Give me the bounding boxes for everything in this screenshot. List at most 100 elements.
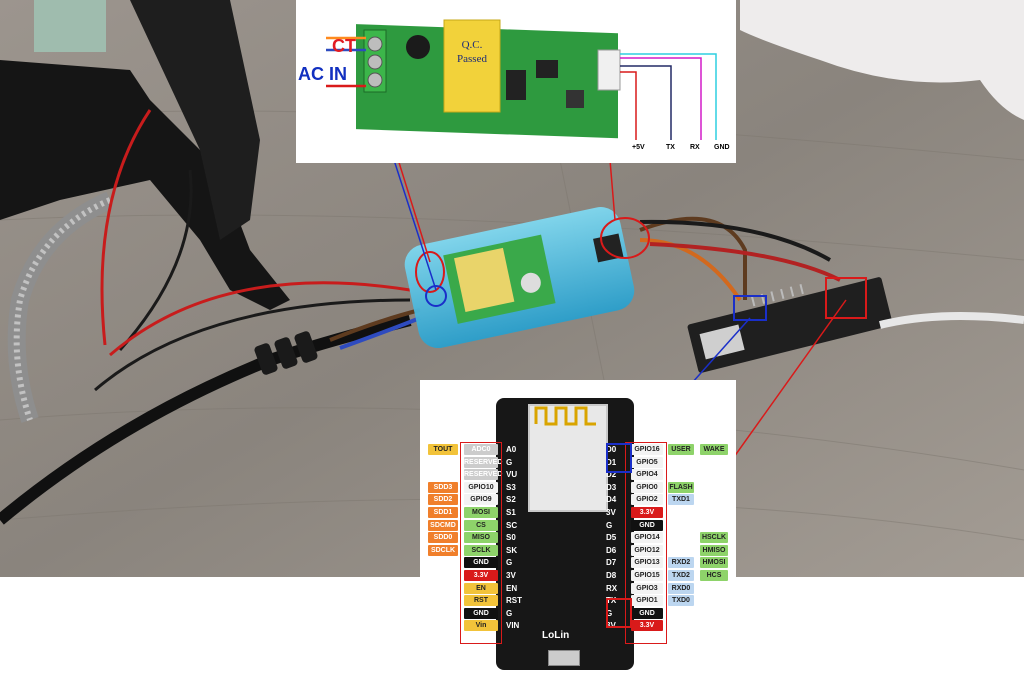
left-func-0: ADC0 — [464, 444, 498, 455]
board-red-box — [825, 277, 867, 319]
left-pin-7: S0 — [506, 533, 516, 543]
wifi-module — [528, 404, 608, 512]
right-func-2: GPIO4 — [631, 469, 663, 481]
left-func-5: MOSI — [464, 507, 498, 518]
left-pin-3: S3 — [506, 482, 516, 492]
left-func-10: 3.3V — [464, 570, 498, 581]
left-func-1: RESERVED — [464, 456, 503, 468]
photo-connector-highlight — [600, 217, 650, 259]
right-pin-8: D6 — [606, 545, 617, 555]
right-pin-4: D4 — [606, 495, 617, 505]
lamp-clamp — [0, 60, 290, 310]
left-func-12: RST — [464, 595, 498, 607]
left-func-8: SCLK — [464, 544, 498, 556]
ct-label: CT — [332, 36, 356, 56]
left-pin-4: S2 — [506, 495, 516, 505]
right-func-1: GPIO5 — [631, 456, 663, 468]
white-device — [740, 0, 1024, 120]
left-func-11: EN — [464, 582, 498, 594]
right-func3-10: HCS — [700, 570, 728, 581]
capacitor — [406, 35, 430, 59]
right-func2-12: TXD0 — [668, 595, 694, 607]
right-func-12: GPIO1 — [631, 595, 663, 607]
d1-highlight-box — [606, 443, 632, 473]
right-func2-9: RXD2 — [668, 557, 694, 569]
left-pin-5: S1 — [506, 508, 516, 517]
right-func-10: GPIO15 — [631, 570, 663, 581]
pzem-case — [404, 207, 635, 349]
left-func2-3: SDD3 — [428, 481, 458, 493]
board-name: LoLin — [542, 630, 570, 641]
left-pin-10: 3V — [506, 571, 516, 580]
right-func-11: GPIO3 — [631, 582, 663, 594]
right-func3-8: HMISO — [700, 544, 728, 556]
left-func-7: MISO — [464, 532, 498, 544]
svg-text:Passed: Passed — [457, 53, 487, 65]
left-pin-9: G — [506, 558, 513, 568]
green-object — [34, 0, 106, 52]
gnd-3v-highlight-box — [606, 598, 632, 628]
right-func2-10: TXD2 — [668, 570, 694, 581]
left-func2-8: SDCLK — [428, 544, 458, 556]
right-func-7: GPIO14 — [631, 532, 663, 544]
svg-text:Q.C.: Q.C. — [462, 39, 483, 51]
lamp-arm — [130, 0, 260, 240]
right-func-6: GND — [631, 519, 663, 531]
signal-connector — [597, 49, 621, 91]
usb-port — [548, 650, 580, 666]
right-pin-outline — [625, 442, 667, 644]
right-func3-9: HMOSI — [700, 557, 728, 569]
right-func-14: 3.3V — [631, 620, 663, 632]
left-pin-2: VU — [506, 470, 518, 480]
right-func-13: GND — [631, 607, 663, 619]
right-pin-12: TX — [606, 596, 617, 606]
wire-label-gnd: GND — [714, 144, 730, 151]
right-func-0: GPIO16 — [631, 444, 663, 455]
left-func-14: Vin — [464, 620, 498, 632]
photo-terminal-highlight — [415, 251, 445, 293]
left-func2-7: SDD0 — [428, 532, 458, 544]
right-func2-3: FLASH — [668, 481, 694, 493]
right-pin-7: D5 — [606, 533, 617, 543]
left-func2-4: SDD2 — [428, 494, 458, 506]
right-pin-11: RX — [606, 583, 618, 593]
left-pin-0: A0 — [506, 445, 517, 454]
right-func3-0: WAKE — [700, 444, 728, 455]
left-func-6: CS — [464, 519, 498, 531]
right-func3-7: HSCLK — [700, 532, 728, 544]
nodemcu-photo — [687, 277, 893, 373]
left-pin-13: G — [506, 608, 513, 618]
mains-cable — [0, 314, 412, 525]
right-pin-14: 3V — [606, 621, 616, 631]
left-func2-0: TOUT — [428, 444, 458, 455]
left-func2-5: SDD1 — [428, 507, 458, 518]
antenna-trace — [534, 406, 596, 426]
right-pin-13: G — [606, 608, 613, 618]
right-pin-6: G — [606, 520, 613, 530]
left-func-9: GND — [464, 557, 498, 569]
wire-label-5v: +5V — [632, 144, 645, 151]
right-func2-4: TXD1 — [668, 494, 694, 506]
transformer — [443, 19, 501, 113]
left-pin-14: VIN — [506, 621, 520, 631]
ac-in-label: AC IN — [298, 64, 347, 84]
right-pin-5: 3V — [606, 508, 616, 517]
cable-strain-relief — [254, 331, 318, 375]
right-pin-2: D2 — [606, 470, 617, 480]
left-pin-12: RST — [506, 596, 522, 606]
left-func-2: RESERVED — [464, 469, 503, 481]
right-pin-0: D0 — [606, 445, 617, 454]
right-func-4: GPIO2 — [631, 494, 663, 506]
right-func-9: GPIO13 — [631, 557, 663, 569]
right-pin-1: D1 — [606, 457, 617, 467]
left-func-3: GPIO10 — [464, 481, 498, 493]
right-func-5: 3.3V — [631, 507, 663, 518]
left-pin-6: SC — [506, 520, 518, 530]
usb-cable — [879, 312, 1024, 329]
right-pin-9: D7 — [606, 558, 617, 568]
left-func-13: GND — [464, 607, 498, 619]
right-func2-11: RXD0 — [668, 582, 694, 594]
right-func-8: GPIO12 — [631, 544, 663, 556]
left-pin-8: SK — [506, 545, 518, 555]
